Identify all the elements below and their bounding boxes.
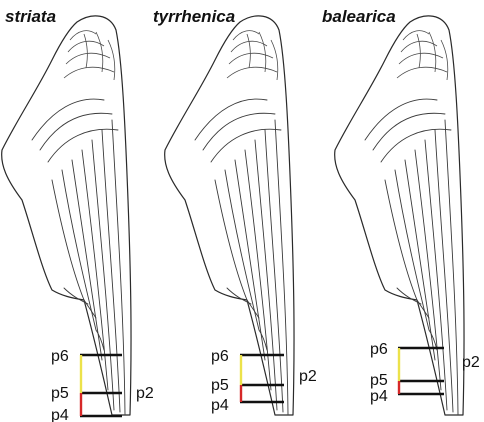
label-p4: p4	[211, 397, 229, 414]
label-p2: p2	[136, 385, 154, 402]
panel-striata: striata p6 p5 p4 p2	[2, 7, 154, 422]
panel-title: balearica	[322, 7, 396, 26]
label-p6: p6	[370, 341, 388, 358]
panel-title: tyrrhenica	[153, 7, 235, 26]
label-p6: p6	[51, 348, 69, 365]
label-p5: p5	[211, 377, 229, 394]
panel-tyrrhenica: tyrrhenica p6 p5 p4 p2	[153, 7, 317, 415]
label-p6: p6	[211, 348, 229, 365]
label-p5: p5	[370, 372, 388, 389]
label-p4: p4	[370, 388, 388, 405]
label-p4: p4	[51, 407, 69, 422]
panel-balearica: balearica p6 p5 p4 p2	[322, 7, 480, 415]
label-p2: p2	[462, 354, 480, 371]
label-p5: p5	[51, 385, 69, 402]
label-p2: p2	[299, 368, 317, 385]
panel-title: striata	[5, 7, 56, 26]
